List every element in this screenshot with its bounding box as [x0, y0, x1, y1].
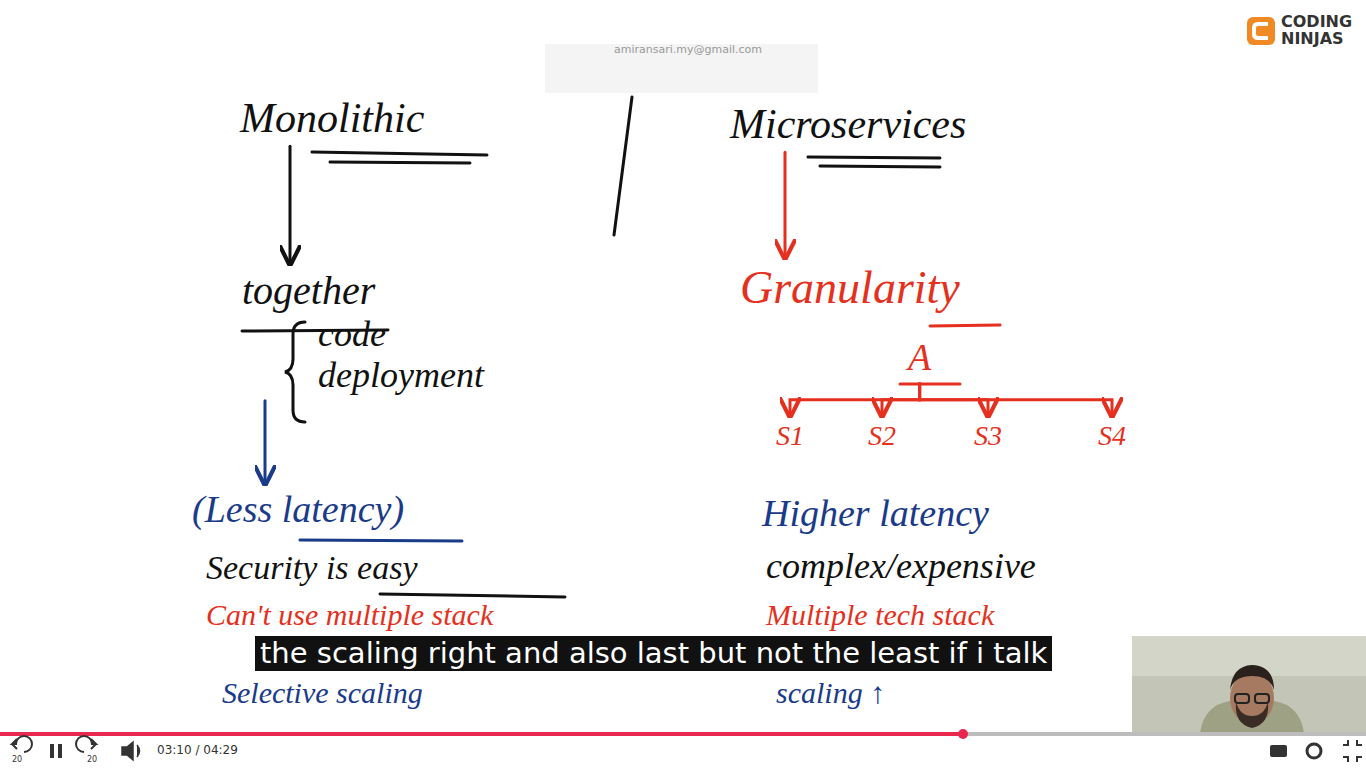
note-text: Can't use multiple stack: [206, 598, 493, 633]
node-text: S4: [1098, 420, 1126, 452]
node-text: (Less latency): [192, 488, 404, 532]
node-text: A: [908, 336, 931, 380]
logo-square: [1247, 17, 1275, 45]
glasses: [1235, 694, 1249, 703]
text-node: S3: [972, 418, 1004, 454]
text-node: Granularity: [738, 260, 962, 317]
pause-icon: [58, 744, 62, 758]
brace: [285, 322, 305, 422]
logo-icon: [1247, 17, 1275, 45]
underline: [808, 157, 940, 158]
webcam-bg: [1132, 636, 1366, 733]
fullscreen-icon: [1343, 740, 1362, 762]
node-text: Granularity: [740, 262, 960, 315]
captions-icon: [1270, 745, 1287, 757]
settings-icon: [1307, 744, 1321, 758]
connector-arrow: [790, 384, 920, 416]
text-node: S1: [774, 418, 806, 454]
note-text: complex/expensive: [766, 546, 1036, 587]
rewind-icon: [12, 736, 32, 752]
note-text: Multiple tech stack: [766, 598, 994, 633]
progress-played: [0, 732, 963, 736]
player-controls: [0, 729, 1366, 762]
connector-arrow: [920, 384, 1112, 416]
connector-arrow: [882, 384, 920, 416]
text-node: Microservices: [728, 98, 968, 150]
node-text: deployment: [318, 355, 484, 396]
node-text: code: [318, 314, 484, 355]
divider-line: [614, 97, 632, 235]
underline: [820, 166, 940, 167]
person-beard: [1236, 702, 1268, 728]
node-text: Monolithic: [240, 94, 424, 142]
volume-icon: [122, 742, 140, 760]
connector-arrow: [264, 401, 267, 484]
node-text: Microservices: [730, 100, 966, 148]
progress-knob: [958, 729, 968, 739]
watermark: amiransari.my@gmail.com: [614, 44, 762, 57]
text-node: S2: [866, 418, 898, 454]
logo-mark: [1254, 24, 1268, 38]
underline: [300, 540, 462, 541]
node-text: S2: [868, 420, 896, 452]
connector-arrow: [289, 146, 292, 264]
subtitle: the scaling right and also last but not …: [255, 636, 1052, 671]
logo-text: CODING NINJAS: [1281, 14, 1357, 48]
note-text: Higher latency: [762, 492, 989, 536]
glasses: [1255, 694, 1269, 703]
connector-arrow: [784, 152, 787, 258]
underline: [380, 594, 565, 597]
text-node: (Less latency): [190, 486, 406, 534]
webcam-view: [1132, 636, 1366, 733]
skip-seconds: 20: [87, 755, 97, 764]
time-display: 03:10 / 04:29: [157, 744, 238, 758]
underline: [900, 383, 960, 386]
progress-track: [0, 732, 1366, 736]
text-node: A: [906, 334, 933, 382]
note-text: Selective scaling: [222, 676, 423, 711]
watermark-box: [545, 44, 818, 93]
text-node: togethercodedeployment: [240, 266, 486, 399]
underline: [330, 162, 470, 163]
note-text: scaling ↑: [776, 676, 885, 711]
node-text: S1: [776, 420, 804, 452]
text-node: S4: [1096, 418, 1128, 454]
text-node: Monolithic: [238, 92, 426, 144]
note-text: Security is easy: [206, 548, 418, 587]
underline: [930, 325, 1000, 326]
person-hair: [1230, 665, 1274, 690]
pause-icon: [50, 744, 54, 758]
forward-icon: [76, 736, 96, 752]
node-text: S3: [974, 420, 1002, 452]
skip-seconds: 20: [12, 755, 22, 764]
node-text: together: [242, 268, 484, 314]
underline: [312, 152, 487, 155]
